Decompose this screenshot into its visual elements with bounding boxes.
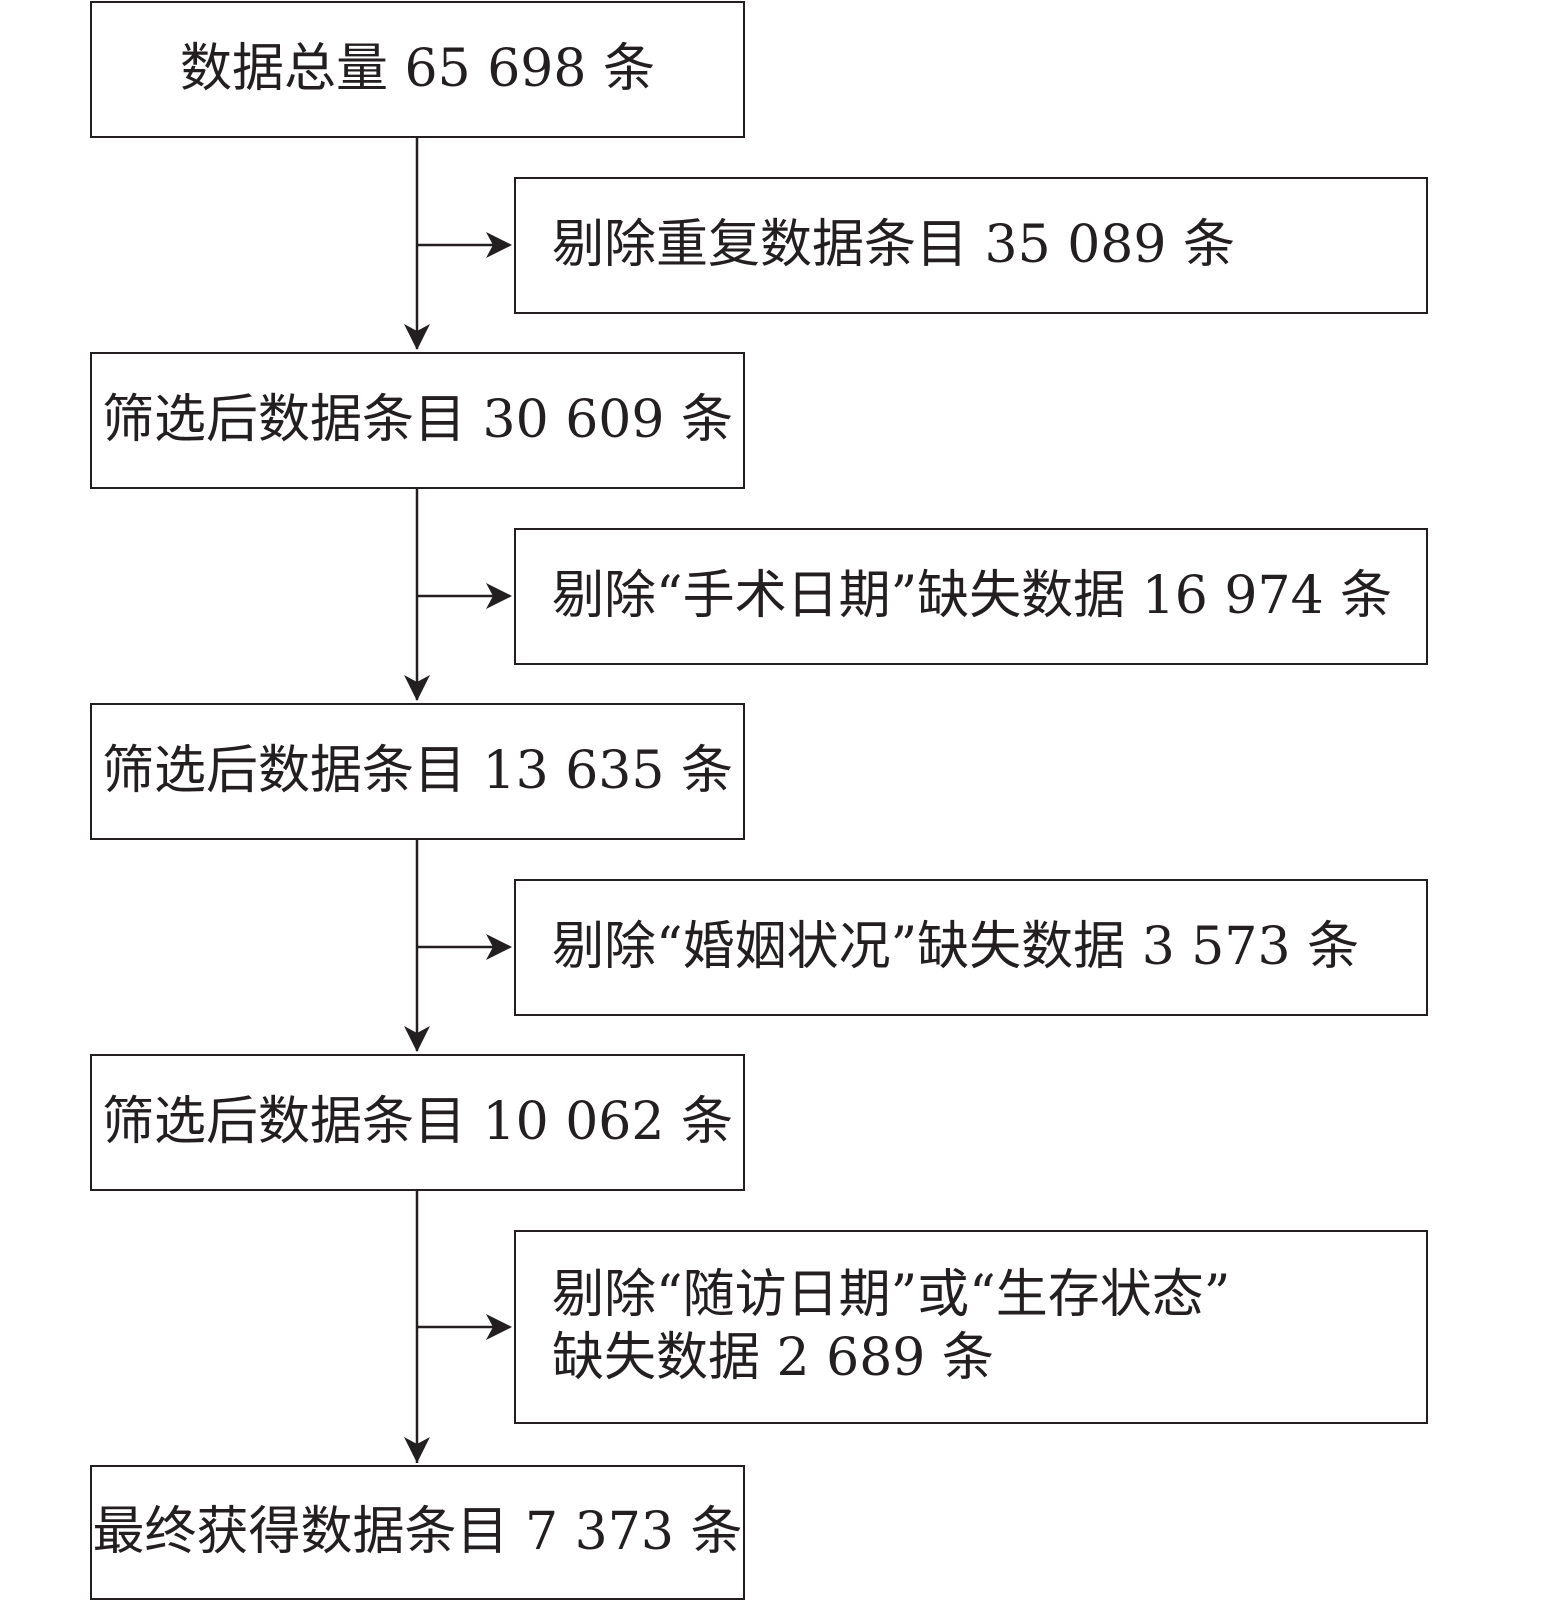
exclusion-text-followup: 剔除“随访日期”或“生存状态” 缺失数据 2 689 条	[552, 1264, 1230, 1391]
exclusion-box-surgery-date: 剔除“手术日期”缺失数据 16 974 条	[514, 528, 1428, 665]
step-text-after-surgery-date: 筛选后数据条目 13 635 条	[101, 741, 733, 802]
arrowhead-exclusion4	[486, 1314, 512, 1340]
arrowhead-exclusion3	[486, 934, 512, 960]
step-box-final: 最终获得数据条目 7 373 条	[90, 1465, 745, 1600]
arrowhead-exclusion2	[486, 583, 512, 609]
step-text-total: 数据总量 65 698 条	[179, 39, 655, 100]
step-text-final: 最终获得数据条目 7 373 条	[92, 1502, 743, 1563]
step-box-total: 数据总量 65 698 条	[90, 1, 745, 138]
exclusion-box-marital: 剔除“婚姻状况”缺失数据 3 573 条	[514, 879, 1428, 1016]
exclusion-text-duplicates: 剔除重复数据条目 35 089 条	[552, 215, 1236, 276]
exclusion-text-followup-line1: 剔除“随访日期”或“生存状态”	[552, 1264, 1231, 1325]
step-text-after-dedup: 筛选后数据条目 30 609 条	[101, 390, 733, 451]
arrowhead-step4	[404, 1026, 430, 1052]
arrowhead-step5	[404, 1437, 430, 1463]
exclusion-text-surgery-date: 剔除“手术日期”缺失数据 16 974 条	[552, 566, 1393, 627]
arrowhead-step3	[404, 675, 430, 701]
step-text-after-marital: 筛选后数据条目 10 062 条	[101, 1092, 733, 1153]
arrowhead-exclusion1	[486, 232, 512, 258]
step-box-after-marital: 筛选后数据条目 10 062 条	[90, 1054, 745, 1191]
arrowhead-step2	[404, 324, 430, 350]
exclusion-box-duplicates: 剔除重复数据条目 35 089 条	[514, 177, 1428, 314]
exclusion-text-marital: 剔除“婚姻状况”缺失数据 3 573 条	[552, 917, 1360, 978]
exclusion-box-followup: 剔除“随访日期”或“生存状态” 缺失数据 2 689 条	[514, 1230, 1428, 1424]
exclusion-text-followup-line2: 缺失数据 2 689 条	[552, 1328, 994, 1388]
step-box-after-dedup: 筛选后数据条目 30 609 条	[90, 352, 745, 489]
step-box-after-surgery-date: 筛选后数据条目 13 635 条	[90, 703, 745, 840]
